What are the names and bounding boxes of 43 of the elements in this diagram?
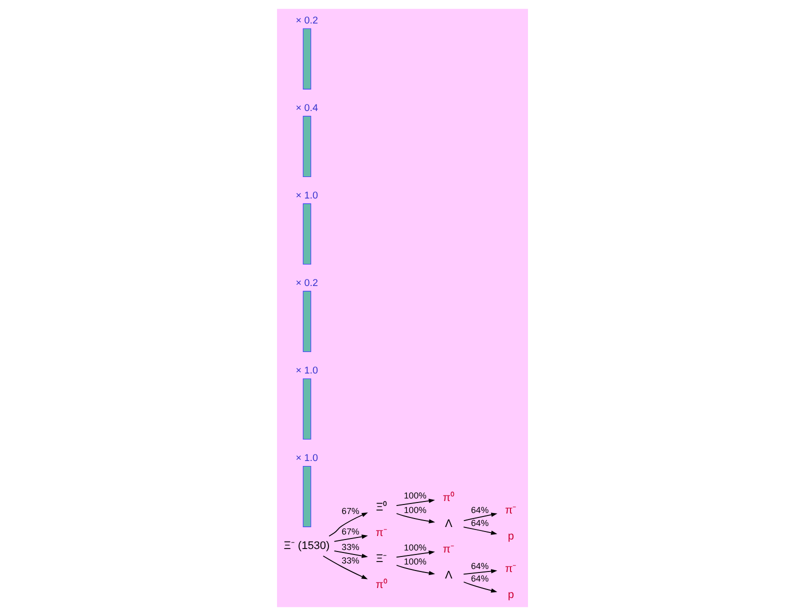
node-label: × 1.0: [296, 190, 318, 202]
node-text: π⁰: [376, 578, 388, 591]
arrow: [463, 582, 498, 593]
arrow: [322, 556, 368, 580]
edge-label: 100%: [404, 556, 426, 567]
arrow: [396, 498, 435, 506]
arrow: [396, 513, 436, 524]
arrow: [328, 512, 368, 537]
edge-label: 64%: [471, 561, 489, 572]
arrow: [396, 550, 435, 558]
node-text: Ξ⁰: [376, 501, 388, 514]
node-text: π⁻: [505, 562, 517, 575]
node-text: π⁰: [442, 492, 455, 504]
arrow: [463, 526, 498, 535]
arrow: [463, 569, 498, 575]
node-text: Λ: [445, 570, 452, 582]
edge-label: 64%: [471, 518, 489, 528]
edge-label: 100%: [404, 504, 426, 515]
node-text: Ξ⁻ (1530): [284, 540, 330, 552]
node-text: π⁻: [376, 527, 388, 540]
node-text: Ξ⁻: [376, 553, 388, 566]
node-text: Λ: [445, 518, 452, 530]
edge-label: 64%: [471, 504, 489, 515]
edge-label: 33%: [342, 542, 360, 552]
edge-label: 33%: [342, 556, 360, 566]
edge-label: 64%: [471, 574, 489, 584]
arrow: [334, 550, 368, 558]
edge-label: 100%: [404, 490, 426, 501]
arrow: [463, 512, 498, 522]
arrow: [334, 534, 368, 542]
edge-label: 67%: [342, 506, 360, 516]
edge-label: 100%: [404, 542, 426, 552]
node-text: p: [508, 588, 514, 601]
node-label: × 1.0: [296, 452, 318, 464]
node-text: π⁻: [505, 504, 517, 517]
node-label: × 0.2: [296, 15, 318, 26]
node-label: × 0.2: [296, 278, 318, 289]
node-label: × 0.4: [296, 102, 318, 114]
node-text: π⁻: [442, 544, 455, 556]
node-label: × 1.0: [296, 365, 318, 376]
edge-label: 67%: [342, 526, 360, 536]
arrow: [396, 564, 436, 576]
node-text: p: [508, 530, 514, 542]
